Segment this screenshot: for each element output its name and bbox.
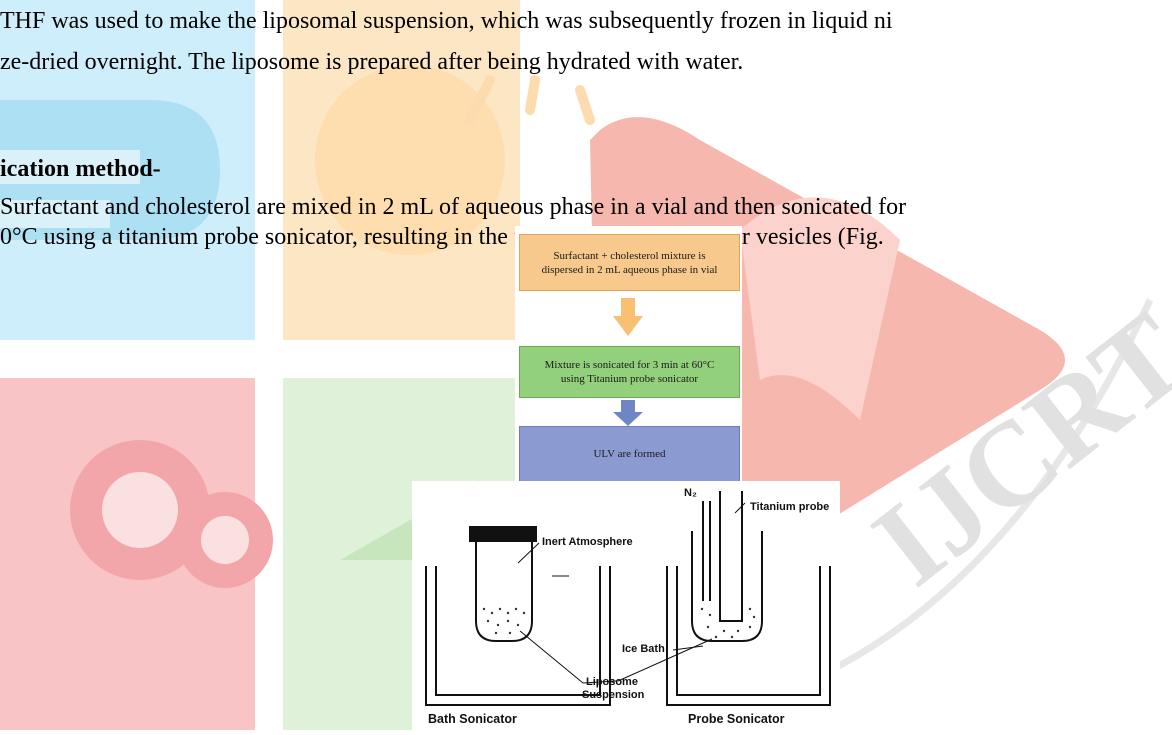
ice-bath-label: Ice Bath xyxy=(622,643,665,655)
sonication-flowchart: Surfactant + cholesterol mixture is disp… xyxy=(515,226,742,486)
section-line-2: 0°C using a titanium probe sonicator, re… xyxy=(0,224,884,250)
flow-step-2: Mixture is sonicated for 3 min at 60°C u… xyxy=(519,346,740,398)
flow-step-3-line-1: ULV are formed xyxy=(593,448,666,460)
flow-step-1-line-2: dispersed in 2 mL aqueous phase in vial xyxy=(541,263,718,276)
paragraph-line-1: THF was used to make the liposomal suspe… xyxy=(0,8,893,34)
flow-step-2-line-1: Mixture is sonicated for 3 min at 60°C xyxy=(544,359,715,371)
suspension-label: Suspension xyxy=(582,689,645,701)
flow-step-2-line-2: using Titanium probe sonicator xyxy=(560,373,699,385)
bath-sonicator-caption: Bath Sonicator xyxy=(428,712,517,726)
down-arrow-icon xyxy=(613,298,643,336)
paragraph-line-2: ze-dried overnight. The liposome is prep… xyxy=(0,49,744,75)
down-arrow-icon xyxy=(613,400,643,426)
inert-atmosphere-label: Inert Atmosphere xyxy=(542,536,633,548)
sonicator-diagram: N₂ Titanium probe Inert Atmosphere Ice B… xyxy=(412,481,840,730)
n2-label: N₂ xyxy=(684,487,697,499)
flow-step-1-line-1: Surfactant + cholesterol mixture is xyxy=(553,249,706,262)
flow-step-1: Surfactant + cholesterol mixture is disp… xyxy=(519,234,740,291)
sonicator-drawing xyxy=(425,491,831,706)
flow-step-3: ULV are formed xyxy=(519,426,740,482)
section-line-1: Surfactant and cholesterol are mixed in … xyxy=(0,194,907,220)
titanium-probe-label: Titanium probe xyxy=(750,501,830,513)
probe-sonicator-caption: Probe Sonicator xyxy=(688,712,785,726)
section-heading: ication method- xyxy=(0,156,161,182)
liposome-label: Liposome xyxy=(586,676,638,688)
